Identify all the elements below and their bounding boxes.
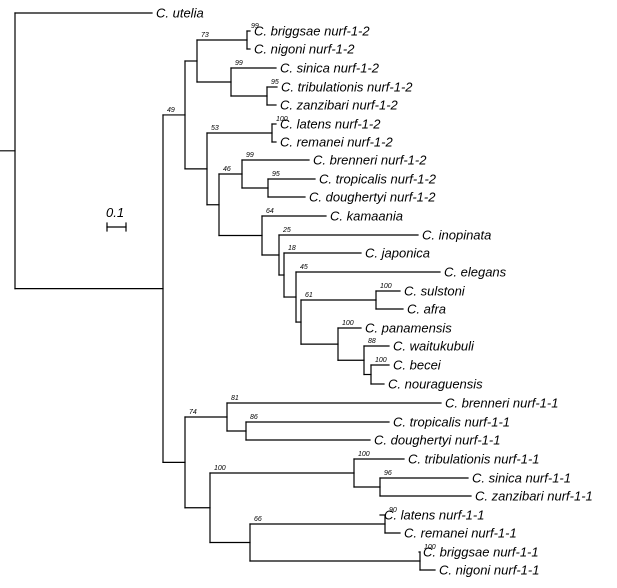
support-value: 49 — [167, 107, 175, 114]
support-value: 96 — [384, 470, 392, 477]
taxon-label: C. becei — [393, 358, 442, 373]
scale-bar-label: 0.1 — [106, 205, 124, 220]
support-value: 74 — [189, 409, 197, 416]
scale-bar: 0.1 — [106, 205, 127, 232]
taxon-label: C. brenneri nurf-1-1 — [445, 396, 558, 411]
support-value: 61 — [305, 292, 313, 299]
taxon-label: C. nigoni nurf-1-1 — [439, 563, 539, 578]
taxon-label: C. inopinata — [422, 228, 491, 243]
support-value: 90 — [389, 507, 397, 514]
support-value: 73 — [201, 32, 209, 39]
taxon-label: C. sinica nurf-1-1 — [472, 471, 571, 486]
support-value: 66 — [254, 516, 262, 523]
support-value: 53 — [211, 125, 219, 132]
support-value: 95 — [272, 171, 280, 178]
taxon-labels: C. utelia C. briggsae nurf-1-2 C. nigoni n… — [156, 6, 593, 578]
taxon-label: C. afra — [407, 302, 446, 317]
taxon-label: C. sinica nurf-1-2 — [280, 61, 380, 76]
tree-branches — [0, 12, 472, 571]
support-value: 64 — [266, 208, 274, 215]
taxon-label: C. waitukubuli — [393, 339, 475, 354]
taxon-label: C. tropicalis nurf-1-2 — [319, 172, 437, 187]
taxon-label: C. tropicalis nurf-1-1 — [393, 415, 510, 430]
taxon-label: C. tribulationis nurf-1-2 — [281, 80, 413, 95]
taxon-label: C. zanzibari nurf-1-2 — [280, 98, 399, 113]
taxon-label: C. remanei nurf-1-2 — [280, 135, 393, 150]
support-value: 86 — [250, 414, 258, 421]
support-value: 45 — [300, 264, 308, 271]
taxon-label: C. elegans — [444, 265, 507, 280]
taxon-label: C. brenneri nurf-1-2 — [313, 153, 427, 168]
support-value: 100 — [424, 544, 436, 551]
support-value: 25 — [282, 227, 291, 234]
taxon-label: C. doughertyi nurf-1-1 — [374, 433, 500, 448]
taxon-label: C. panamensis — [365, 321, 452, 336]
support-value: 81 — [231, 395, 239, 402]
taxon-label: C. tribulationis nurf-1-1 — [408, 452, 540, 467]
taxon-label: C. latens nurf-1-1 — [384, 508, 484, 523]
support-value: 18 — [288, 245, 296, 252]
support-value: 100 — [276, 116, 288, 123]
support-value: 100 — [342, 320, 354, 327]
support-value: 46 — [223, 166, 231, 173]
taxon-label: C. nigoni nurf-1-2 — [254, 42, 355, 57]
support-value: 100 — [214, 465, 226, 472]
taxon-label: C. utelia — [156, 6, 204, 21]
support-value: 100 — [380, 283, 392, 290]
support-value: 95 — [271, 79, 279, 86]
taxon-label: C. briggsae nurf-1-1 — [423, 545, 539, 560]
support-value: 88 — [368, 338, 376, 345]
support-value: 99 — [235, 60, 243, 67]
support-value: 99 — [251, 23, 259, 30]
support-value: 100 — [358, 451, 370, 458]
taxon-label: C. doughertyi nurf-1-2 — [309, 190, 436, 205]
support-value: 100 — [375, 357, 387, 364]
taxon-label: C. briggsae nurf-1-2 — [254, 24, 370, 39]
taxon-label: C. zanzibari nurf-1-1 — [475, 489, 593, 504]
taxon-label: C. japonica — [365, 246, 430, 261]
taxon-label: C. sulstoni — [404, 284, 466, 299]
taxon-label: C. remanei nurf-1-1 — [404, 526, 517, 541]
taxon-label: C. latens nurf-1-2 — [280, 117, 381, 132]
taxon-label: C. kamaania — [330, 209, 403, 224]
support-value: 99 — [246, 152, 254, 159]
support-values: 99 95 99 73 100 95 99 100 100 88 100 61 45 18 25 64 46 53… — [167, 23, 436, 551]
taxon-label: C. nouraguensis — [388, 377, 483, 392]
